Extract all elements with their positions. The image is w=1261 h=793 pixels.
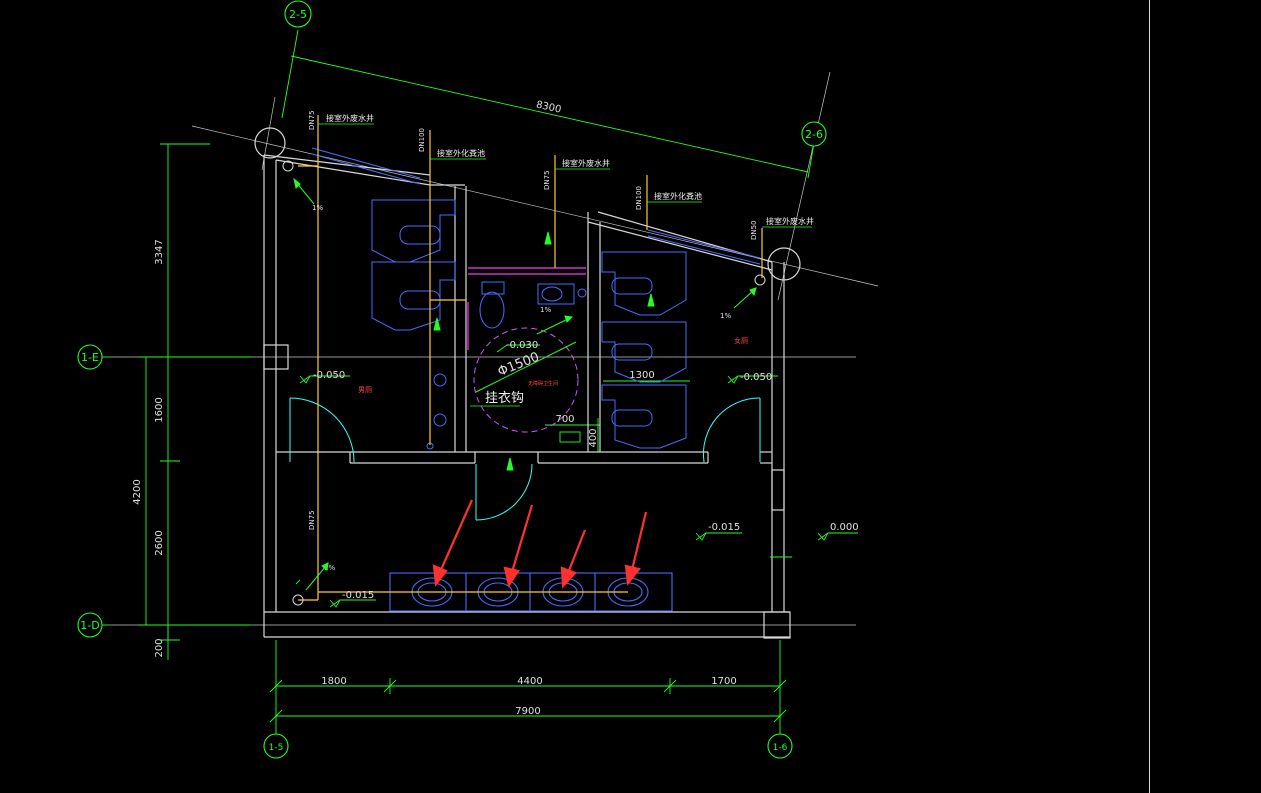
drain-pipes [298, 115, 763, 601]
red-arrows [432, 499, 648, 589]
slope-arrows [293, 177, 757, 591]
toilet-stalls-right [601, 251, 687, 449]
slope-2: 1% [540, 306, 551, 314]
doors [289, 397, 761, 521]
level-right-room: -0.050 [740, 372, 772, 383]
grid-bubble-2-5: 2-5 [289, 8, 307, 21]
dim-4200: 4200 [132, 479, 143, 504]
dim-400: 400 [588, 428, 599, 447]
dim-4400: 4400 [517, 676, 542, 687]
dim-8300: 8300 [535, 99, 562, 115]
pipe-size-5: DN50 [750, 220, 758, 240]
reference-lines [110, 71, 879, 626]
dim-1800: 1800 [321, 676, 346, 687]
level-basin: -0.015 [342, 590, 374, 601]
floor-drains [282, 160, 766, 606]
level-corridor: -0.015 [708, 522, 740, 533]
right-panel [1149, 0, 1261, 793]
misc-ticks [295, 431, 792, 585]
dim-1700: 1700 [711, 676, 736, 687]
pipe-size-1: DN75 [308, 110, 316, 130]
dim-2600: 2600 [154, 530, 165, 555]
note-accessible: 无障碍卫生间 [528, 380, 558, 387]
pipe-size-4: DN100 [635, 186, 643, 210]
toilet-stalls-left [371, 199, 456, 331]
turning-circle-radius [475, 341, 577, 393]
pipe-size-6: DN75 [308, 510, 316, 530]
grid-bubbles [77, 0, 827, 759]
note-room-right: 女厕 [734, 336, 748, 345]
grid-bubble-1-d: 1-D [80, 619, 99, 632]
partition-wall [467, 267, 586, 350]
dim-7900: 7900 [515, 706, 540, 717]
walls [263, 154, 791, 639]
pipe-label-3: 接室外废水井 [562, 158, 610, 168]
pipe-label-2: 接室外化粪池 [437, 148, 485, 158]
pipe-label-4: 接室外化粪池 [654, 191, 702, 201]
level-accessible: -0.030 [506, 340, 538, 351]
turning-circle [473, 327, 579, 433]
grid-bubble-1-6: 1-6 [773, 743, 788, 753]
grid-bubble-1-e: 1-E [81, 351, 99, 364]
level-left-room: -0.050 [313, 370, 345, 381]
pipe-label-1: 接室外废水井 [326, 113, 374, 123]
slope-1: 1% [312, 204, 323, 212]
pipe-label-underlines [318, 123, 812, 228]
pipe-label-5: 接室外废水井 [766, 216, 814, 226]
dim-1600: 1600 [154, 397, 165, 422]
dim-circle: Φ1500 [496, 350, 542, 380]
column-circles [254, 127, 801, 281]
slope-4: 1% [324, 564, 335, 572]
accessible-room-fixtures [426, 281, 587, 450]
dim-3347: 3347 [154, 239, 165, 264]
grid-bubble-1-5: 1-5 [269, 743, 284, 753]
level-outdoor: 0.000 [830, 522, 859, 533]
grid-bubble-2-6: 2-6 [805, 128, 823, 141]
windows [311, 147, 761, 265]
level-markers [299, 344, 858, 608]
dimension-lines [102, 29, 815, 735]
slope-3: 1% [720, 312, 731, 320]
dim-1300: 1300 [629, 370, 654, 381]
dim-700: 700 [555, 414, 574, 425]
note-coat-hook: 挂衣钩 [485, 390, 524, 406]
pipe-size-2: DN100 [418, 128, 426, 152]
pipe-size-3: DN75 [543, 170, 551, 190]
dim-200: 200 [154, 638, 165, 657]
note-room-left: 男厕 [358, 386, 372, 394]
